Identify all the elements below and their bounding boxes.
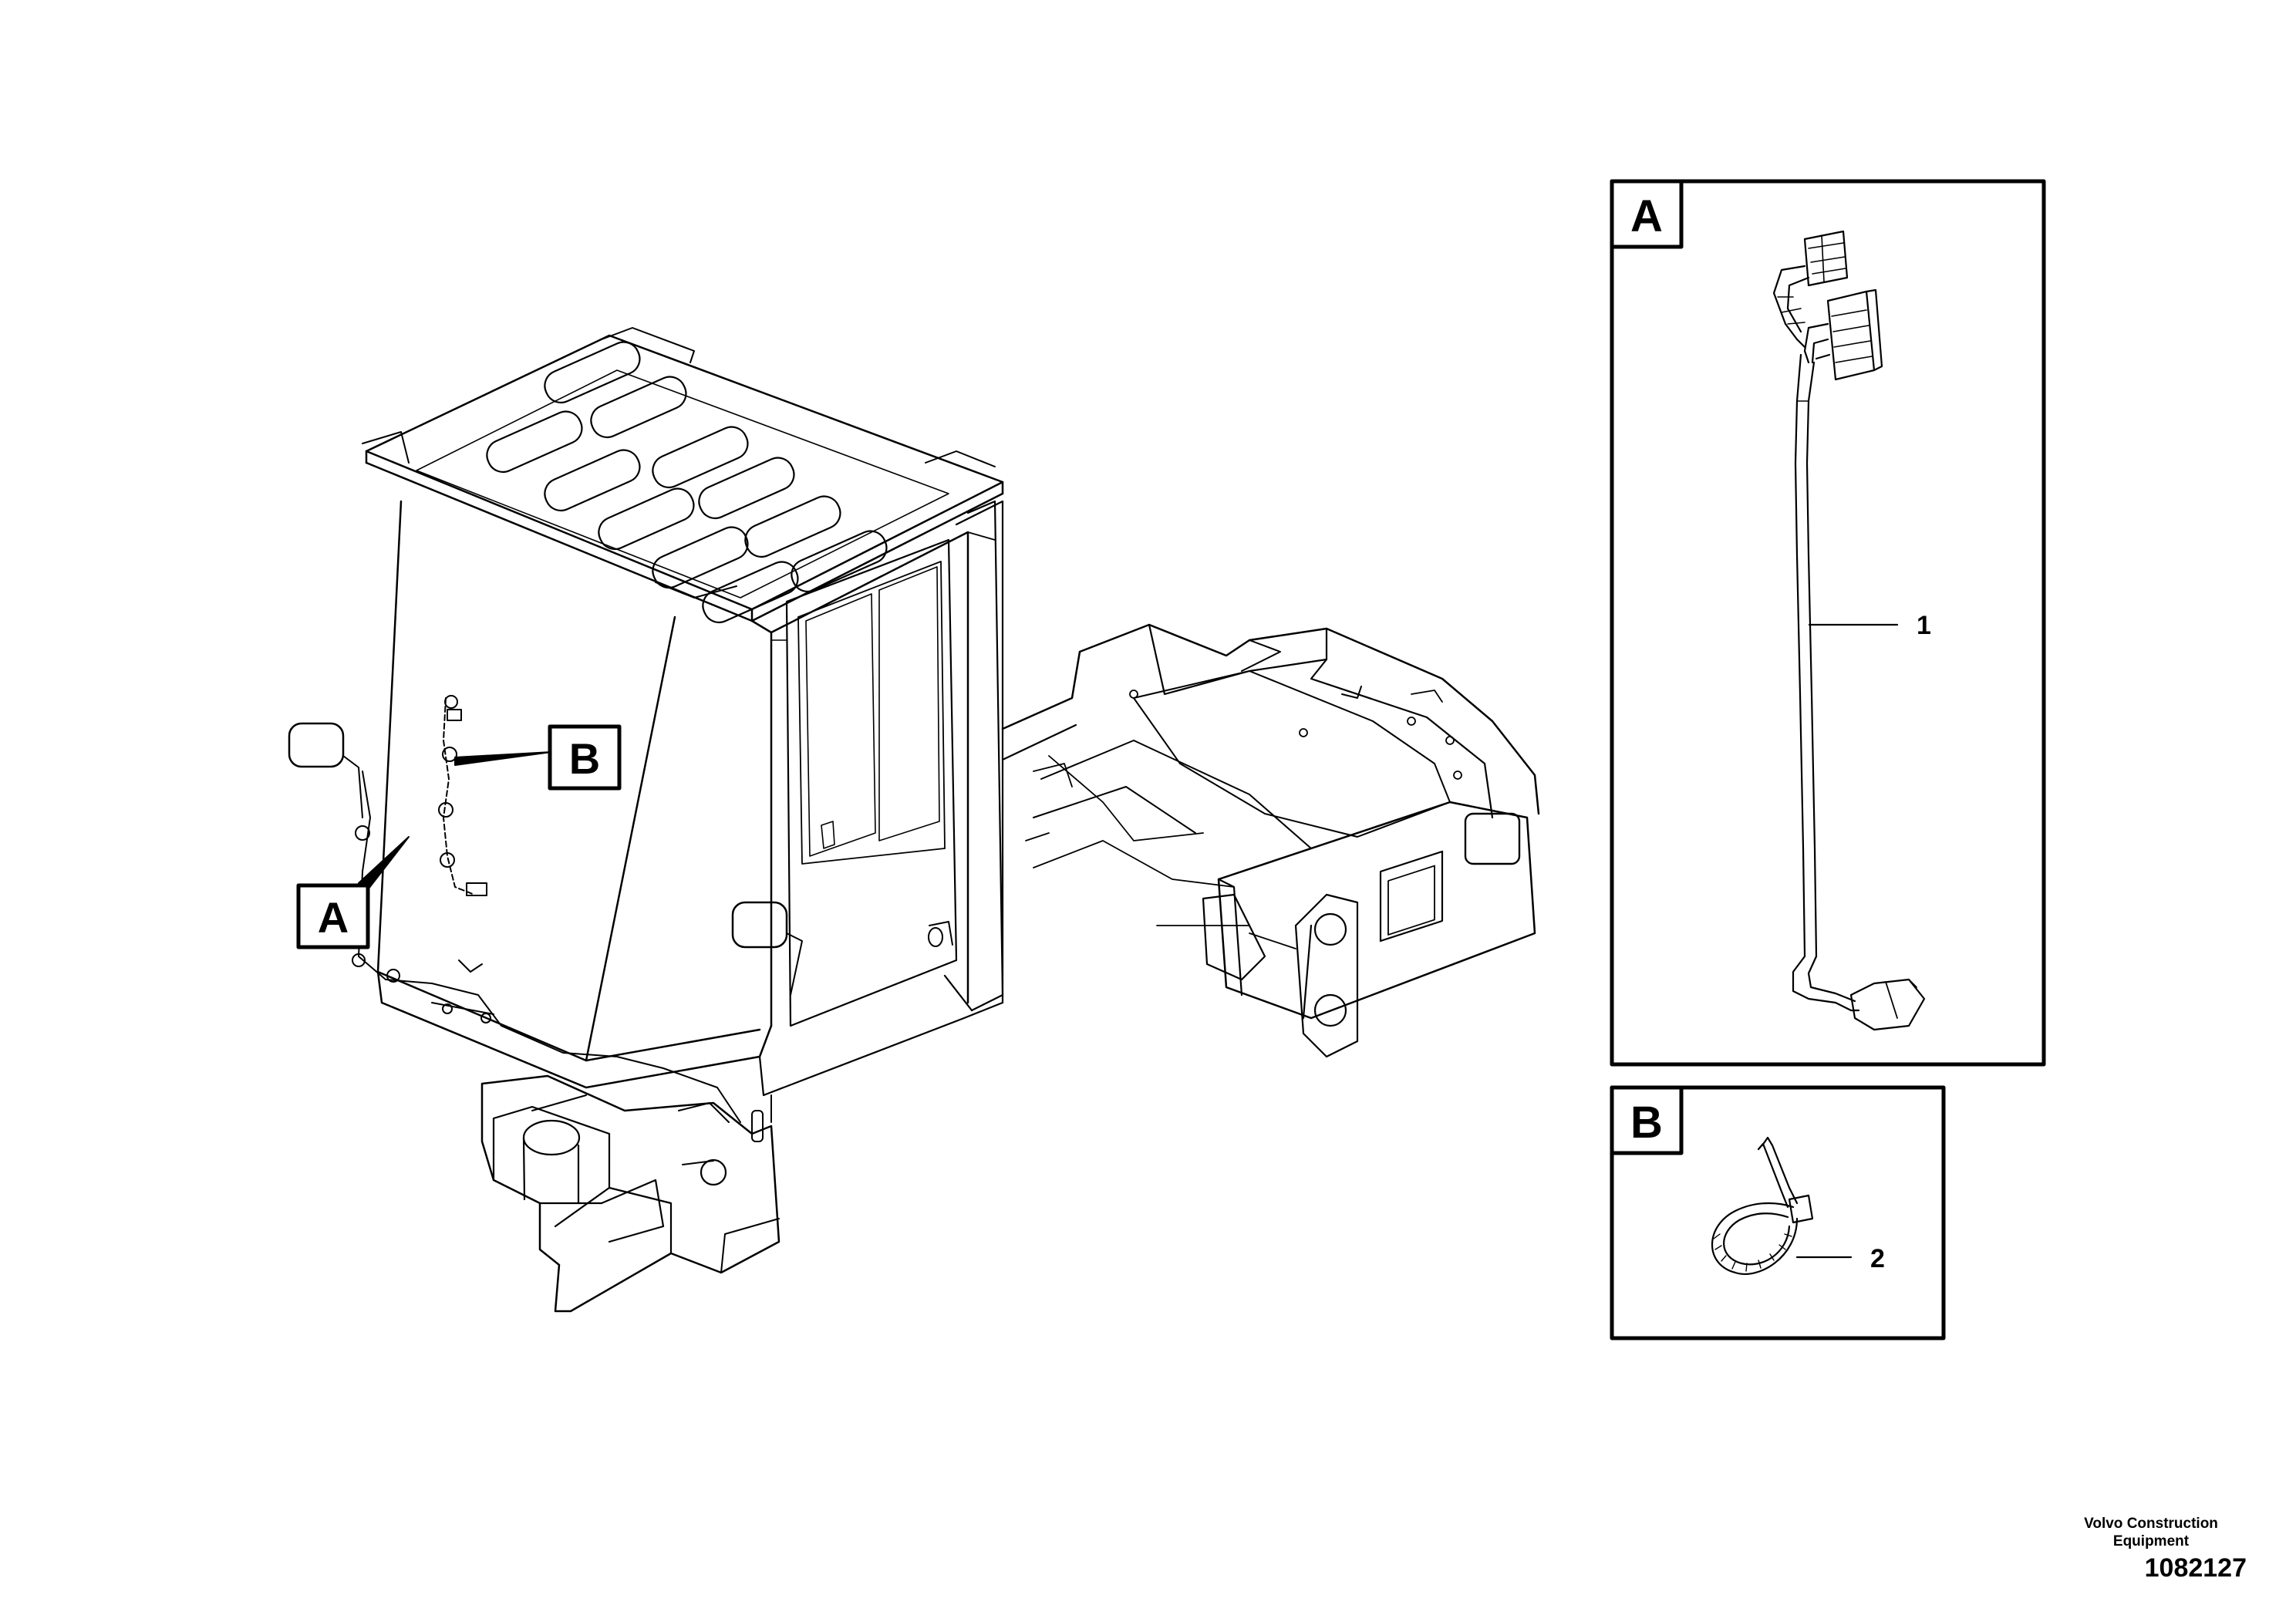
main-callout-a: A xyxy=(296,883,370,949)
cab-body xyxy=(376,500,1004,1123)
main-callout-b: B xyxy=(548,724,622,791)
company-name-line1: Volvo Construction xyxy=(2084,1516,2218,1532)
detail-b-panel: B 2 xyxy=(1610,1085,1946,1340)
main-callout-a-letter: A xyxy=(318,893,349,942)
item-1-label: 1 xyxy=(1917,611,1931,640)
company-name-line2: Equipment xyxy=(2112,1533,2190,1549)
cable-harness xyxy=(1772,230,1926,1031)
right-mirror xyxy=(731,901,803,996)
drawing-number: 1082127 xyxy=(2144,1553,2247,1583)
detail-b-letter: B xyxy=(1630,1098,1663,1148)
item-2-label: 2 xyxy=(1870,1244,1885,1273)
rear-frame xyxy=(1001,623,1540,1058)
front-frame-hinge xyxy=(480,1074,781,1313)
main-callout-b-letter: B xyxy=(569,734,600,783)
company-caption: Volvo Construction Equipment xyxy=(2051,1515,2251,1550)
detail-a-panel: A xyxy=(1610,179,2046,1067)
cab-wiring-harness xyxy=(352,695,741,1123)
cable-tie xyxy=(1711,1136,1814,1275)
cab-roof xyxy=(362,327,1004,624)
detail-a-letter: A xyxy=(1630,191,1663,241)
cab-and-frame-illustration: B A xyxy=(288,327,1540,1313)
main-callout-leaders xyxy=(358,751,552,889)
left-mirror xyxy=(288,722,363,818)
